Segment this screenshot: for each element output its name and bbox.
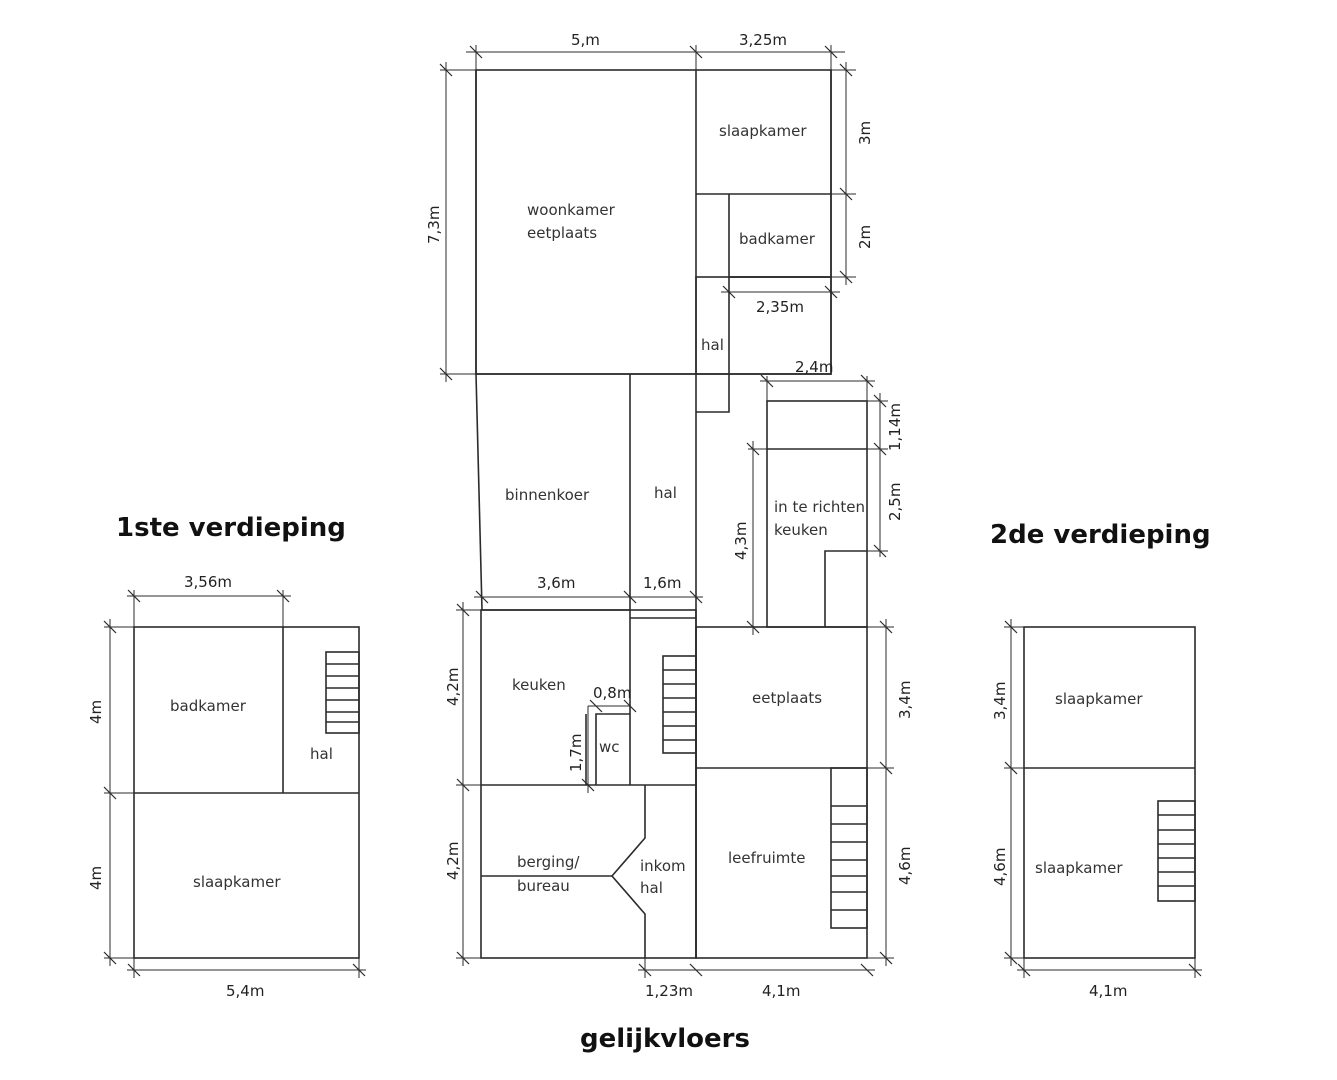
first-room-slaapkamer: slaapkamer (193, 873, 281, 891)
second-dim-upper-height: 3,4m (991, 682, 1009, 720)
dim-inkom-width: 1,23m (645, 982, 693, 1000)
room-label-bureau: bureau (517, 877, 570, 895)
title-second-floor: 2de verdieping (990, 520, 1211, 550)
room-label-eetplaats: eetplaats (752, 689, 822, 707)
room-label-slaapkamer: slaapkamer (719, 122, 807, 140)
first-dim-bottom-width: 5,4m (226, 982, 264, 1000)
first-floor-plan: badkamer hal slaapkamer 3,56m 4m 4m 5,4m (87, 573, 366, 1000)
dim-badkamer-width: 2,35m (756, 298, 804, 316)
dimension-lines-second (1004, 619, 1202, 978)
first-dim-lower-height: 4m (87, 866, 105, 890)
dim-top-width-right: 3,25m (739, 31, 787, 49)
dim-berging-height: 4,2m (444, 842, 462, 880)
stairs-ground-hal (662, 655, 697, 754)
dimension-lines-first (103, 589, 366, 978)
wall-lower-right-block (695, 626, 868, 959)
ground-floor-plan: woonkamer eetplaats slaapkamer badkamer … (425, 31, 914, 1000)
dim-keuken-new-height: 2,5m (886, 483, 904, 521)
dim-keuken-new-width: 2,4m (795, 358, 833, 376)
stairs-second (1157, 800, 1196, 902)
dim-keuken-new-total: 4,3m (732, 522, 750, 560)
dim-binnenkoer-width: 3,6m (537, 574, 575, 592)
second-room-slaapkamer-bottom: slaapkamer (1035, 859, 1123, 877)
wall-wc (595, 713, 630, 785)
room-label-binnenkoer: binnenkoer (505, 486, 590, 504)
wall-second-outer (1023, 626, 1196, 959)
first-dim-upper-height: 4m (87, 700, 105, 724)
dim-leefruimte-width: 4,1m (762, 982, 800, 1000)
wall-top-block (475, 69, 832, 375)
room-label-in-te-richten: in te richten (774, 498, 865, 516)
first-room-hal: hal (310, 745, 333, 763)
room-label-badkamer: badkamer (739, 230, 816, 248)
dim-top-width-main: 5,m (571, 31, 600, 49)
room-label-inkom: inkom (640, 857, 686, 875)
wall-binnenkoer-left (475, 373, 483, 611)
title-first-floor: 1ste verdieping (116, 513, 346, 543)
room-label-hal-middle: hal (654, 484, 677, 502)
room-label-keuken: keuken (512, 676, 566, 694)
dim-badkamer-height: 2m (856, 225, 874, 249)
dimension-lines-ground (439, 45, 894, 978)
wall-inkom (610, 785, 646, 958)
room-label-wc: wc (599, 738, 620, 756)
first-room-badkamer: badkamer (170, 697, 247, 715)
second-dim-lower-height: 4,6m (991, 848, 1009, 886)
dim-left-height-main: 7,3m (425, 206, 443, 244)
wall-keuken-new-inner (824, 550, 867, 627)
room-label-keuken-new: keuken (774, 521, 828, 539)
stairs-first (325, 651, 360, 734)
room-label-hal-upper: hal (701, 336, 724, 354)
dim-keuken-height: 4,2m (444, 668, 462, 706)
wall-hal-upper (696, 194, 730, 413)
room-label-berging: berging/ (517, 853, 580, 871)
room-label-inkom-hal: hal (640, 879, 663, 897)
dim-wc-width: 0,8m (593, 684, 631, 702)
title-ground-floor: gelijkvloers (580, 1024, 750, 1054)
second-floor-plan: slaapkamer slaapkamer 3,4m 4,6m 4,1m (991, 619, 1202, 1000)
second-room-slaapkamer-top: slaapkamer (1055, 690, 1143, 708)
dim-leefruimte-height: 4,6m (896, 847, 914, 885)
dim-slaapkamer-height: 3m (856, 121, 874, 145)
dim-eetplaats-height: 3,4m (896, 681, 914, 719)
room-label-eetplaats-top: eetplaats (527, 224, 597, 242)
dim-top-strip-height: 1,14m (886, 403, 904, 451)
dim-wc-height: 1,7m (567, 734, 585, 772)
room-label-leefruimte: leefruimte (728, 849, 805, 867)
first-dim-top-width: 3,56m (184, 573, 232, 591)
stairs-ground-leefruimte (830, 767, 868, 929)
dim-hal-width: 1,6m (643, 574, 681, 592)
second-dim-bottom-width: 4,1m (1089, 982, 1127, 1000)
room-label-woonkamer: woonkamer (527, 201, 616, 219)
